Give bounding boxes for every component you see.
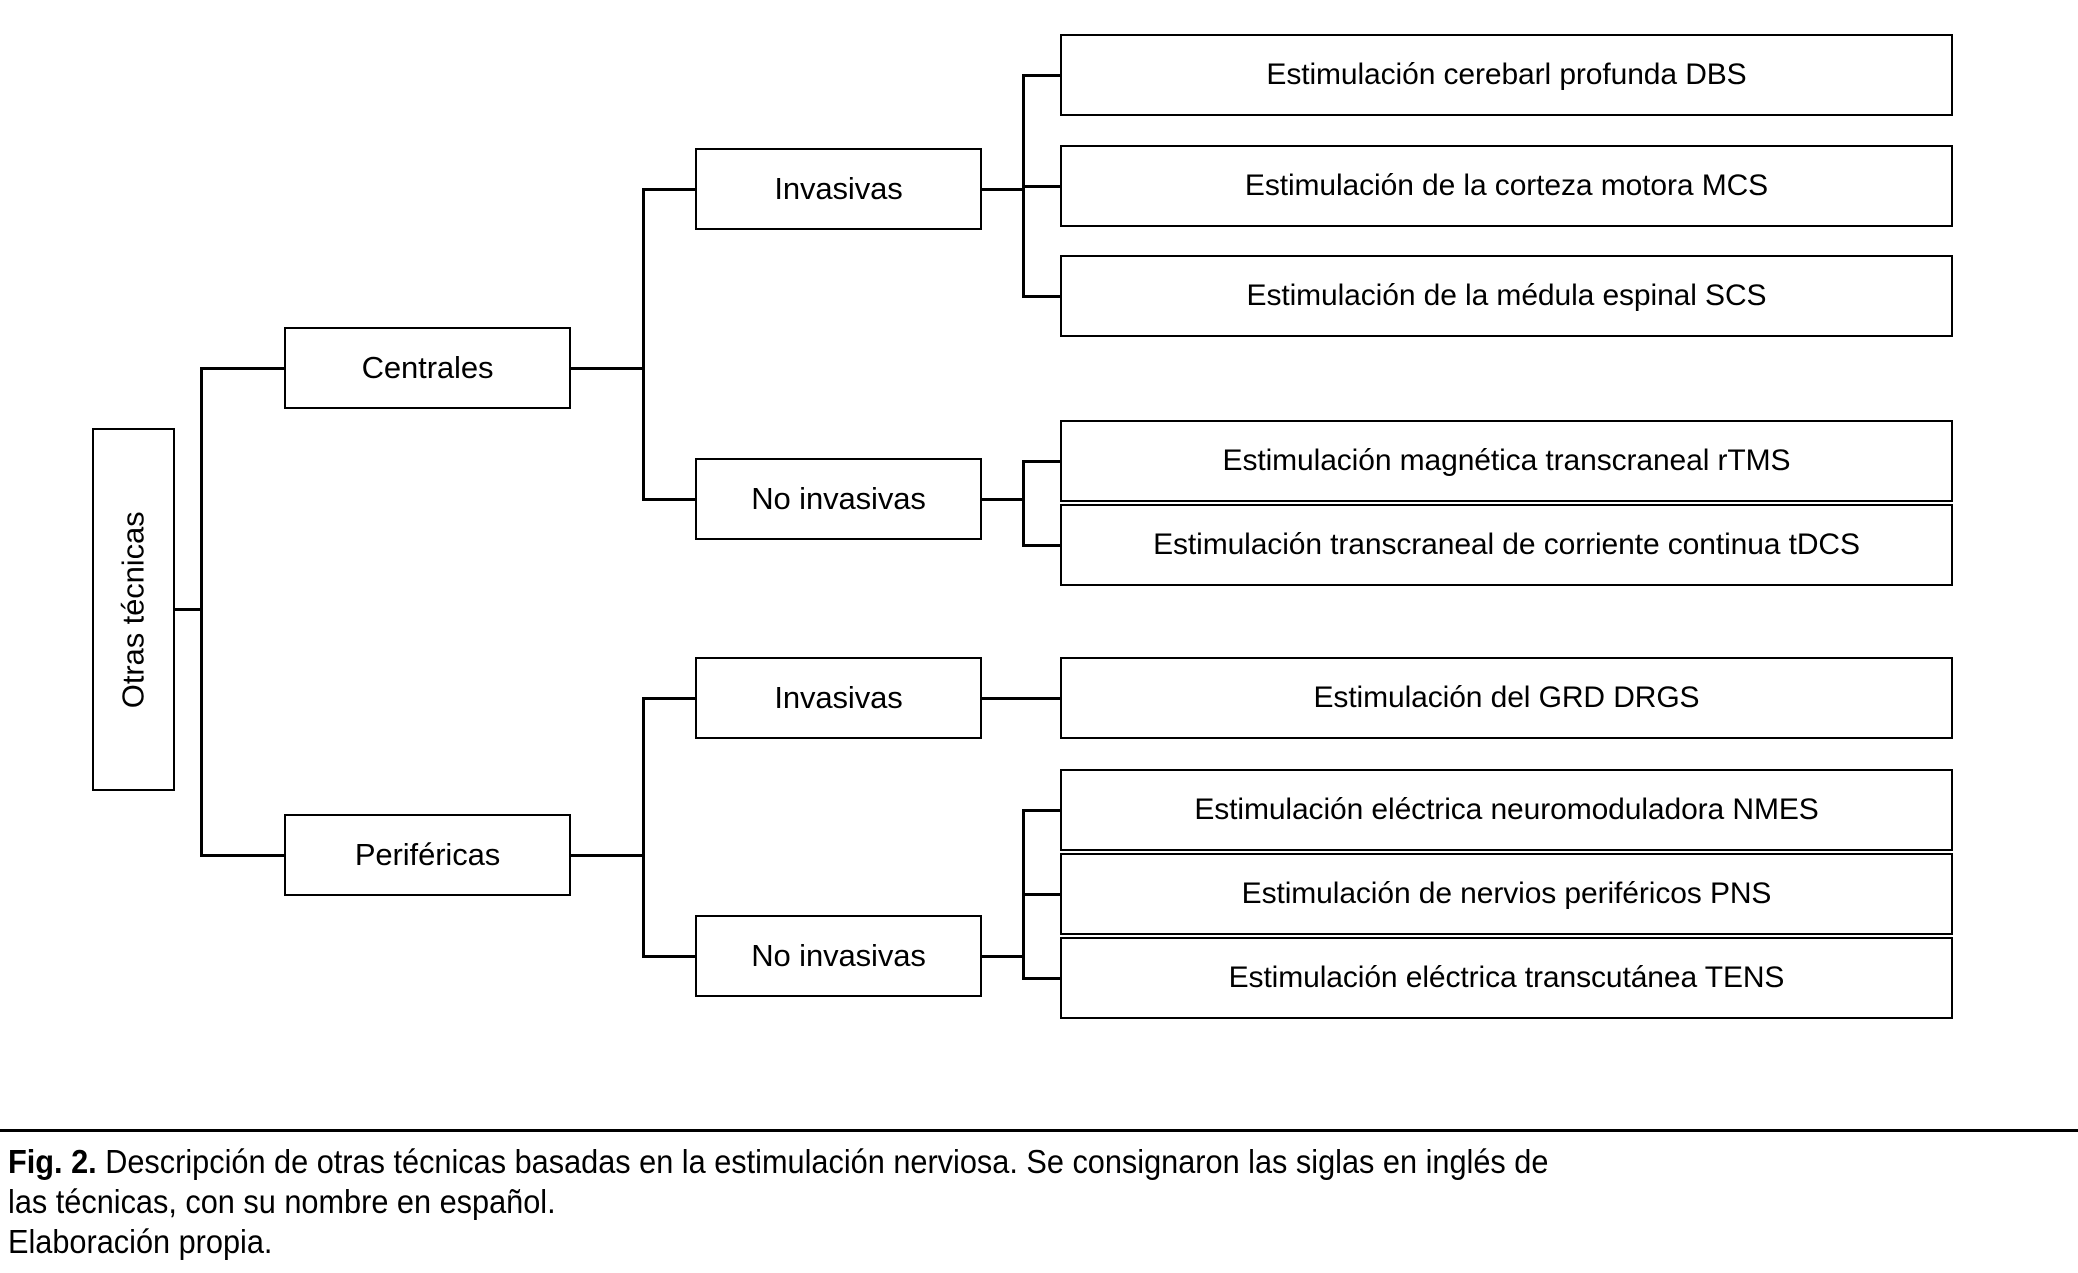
connector-perifericas-stub <box>571 854 644 857</box>
node-label: Estimulación cerebarl profunda DBS <box>1266 57 1747 91</box>
caption-figure-label: Fig. 2. <box>8 1143 97 1180</box>
caption-text-1: Descripción de otras técnicas basadas en… <box>96 1143 1549 1180</box>
caption-line-2: las técnicas, con su nombre en español. <box>8 1183 556 1220</box>
connector-root-trunk <box>200 368 203 857</box>
node-label: Estimulación eléctrica transcutánea TENS <box>1228 960 1785 994</box>
figure-caption: Fig. 2. Descripción de otras técnicas ba… <box>8 1142 1924 1262</box>
caption-line-1: Fig. 2. Descripción de otras técnicas ba… <box>8 1142 1924 1182</box>
connector-root-to-centrales <box>200 367 286 370</box>
node-label: Estimulación de la médula espinal SCS <box>1246 278 1767 312</box>
connector-centrales-to-invasivas <box>642 188 697 191</box>
connector-c-no-invasivas-to-leaf-2 <box>1022 544 1062 547</box>
caption-line-3: Elaboración propia. <box>8 1223 273 1260</box>
node-leaf-mcs: Estimulación de la corteza motora MCS <box>1060 145 1953 227</box>
node-group-centrales-no-invasivas: No invasivas <box>695 458 982 540</box>
connector-perifericas-trunk <box>642 697 645 957</box>
node-leaf-tdcs: Estimulación transcraneal de corriente c… <box>1060 504 1953 586</box>
connector-c-invasivas-to-leaf-1 <box>1022 74 1062 77</box>
connector-c-no-invasivas-trunk <box>1022 460 1025 546</box>
node-leaf-pns: Estimulación de nervios periféricos PNS <box>1060 853 1953 935</box>
connector-root-to-perifericas <box>200 854 286 857</box>
node-leaf-dbs: Estimulación cerebarl profunda DBS <box>1060 34 1953 116</box>
node-label: Estimulación eléctrica neuromoduladora N… <box>1194 792 1819 826</box>
node-leaf-scs: Estimulación de la médula espinal SCS <box>1060 255 1953 337</box>
node-leaf-drgs: Estimulación del GRD DRGS <box>1060 657 1953 739</box>
node-label: Estimulación del GRD DRGS <box>1313 680 1700 714</box>
node-label: Periféricas <box>354 837 501 873</box>
connector-c-no-invasivas-to-leaf-1 <box>1022 460 1062 463</box>
connector-p-no-invasivas-to-leaf-1 <box>1022 809 1062 812</box>
node-branch-perifericas: Periféricas <box>284 814 571 896</box>
connector-p-no-invasivas-to-leaf-2 <box>1022 893 1062 896</box>
node-branch-centrales: Centrales <box>284 327 571 409</box>
connector-c-invasivas-to-leaf-3 <box>1022 295 1062 298</box>
node-label: Estimulación de la corteza motora MCS <box>1244 168 1769 202</box>
node-group-perifericas-invasivas: Invasivas <box>695 657 982 739</box>
node-label: No invasivas <box>751 938 926 974</box>
connector-c-no-invasivas-stub <box>982 498 1024 501</box>
node-label: Estimulación magnética transcraneal rTMS <box>1222 443 1791 477</box>
connector-c-invasivas-to-leaf-2 <box>1022 185 1062 188</box>
node-label: No invasivas <box>751 481 926 517</box>
node-label: Centrales <box>361 350 494 386</box>
connector-centrales-to-no-invasivas <box>642 498 697 501</box>
connector-centrales-stub <box>571 367 644 370</box>
node-label: Invasivas <box>774 680 903 716</box>
node-group-centrales-invasivas: Invasivas <box>695 148 982 230</box>
connector-centrales-trunk <box>642 188 645 500</box>
node-leaf-tens: Estimulación eléctrica transcutánea TENS <box>1060 937 1953 1019</box>
tree-diagram: Otras técnicas Centrales Invasivas <box>92 34 1953 1019</box>
node-label: Estimulación de nervios periféricos PNS <box>1241 876 1772 910</box>
connector-p-invasivas-to-leaf-1 <box>982 697 1062 700</box>
connector-perifericas-to-invasivas <box>642 697 697 700</box>
node-leaf-rtms: Estimulación magnética transcraneal rTMS <box>1060 420 1953 502</box>
connector-p-no-invasivas-to-leaf-3 <box>1022 977 1062 980</box>
node-label: Invasivas <box>774 171 903 207</box>
node-label: Estimulación transcraneal de corriente c… <box>1153 527 1860 561</box>
node-label: Otras técnicas <box>115 511 151 708</box>
node-group-perifericas-no-invasivas: No invasivas <box>695 915 982 997</box>
connector-root-stub <box>175 608 202 611</box>
node-root-otras-tecnicas: Otras técnicas <box>92 428 175 791</box>
connector-c-invasivas-stub <box>982 188 1024 191</box>
connector-p-no-invasivas-stub <box>982 955 1024 958</box>
connector-perifericas-to-no-invasivas <box>642 955 697 958</box>
caption-divider <box>0 1129 2078 1132</box>
node-leaf-nmes: Estimulación eléctrica neuromoduladora N… <box>1060 769 1953 851</box>
